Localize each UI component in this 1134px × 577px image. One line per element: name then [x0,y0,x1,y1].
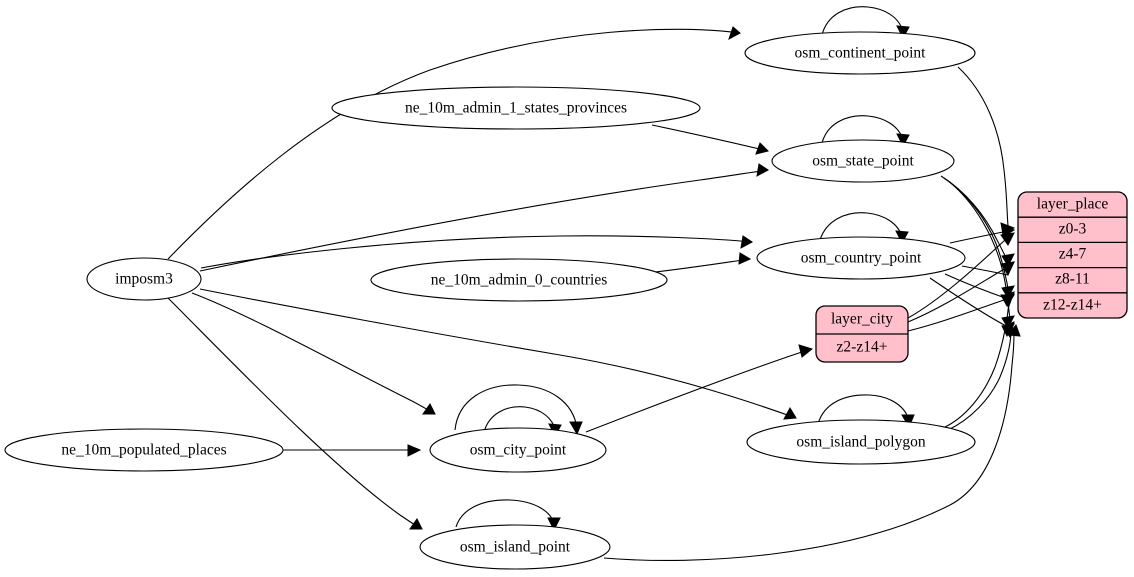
edge-self-osm_state_point [821,115,910,148]
node-ne_10m_populated_places-label: ne_10m_populated_places [61,442,226,459]
edge-imposm3-to-osm_island_point [167,297,423,530]
edge-osm_state_point-to-layer_place-z8-11 [943,177,1015,300]
record-node-layer_city[interactable]: layer_city z2-z14+ [815,305,909,363]
edge-self-osm_island_point [455,499,561,532]
edge-osm_island_polygon-to-layer_place-z12-z14plus [947,321,1015,431]
edge-osm_city_point-to-layer_city-z2-z14plus [585,344,814,433]
edge-imposm3-to-osm_continent_point [167,26,741,260]
node-ne_10m_admin_1_states_provinces[interactable]: ne_10m_admin_1_states_provinces [331,86,701,130]
node-osm_state_point[interactable]: osm_state_point [771,139,955,183]
node-osm_island_point-label: osm_island_point [460,539,571,556]
edge-osm_continent_point-to-layer_place-z0-3 [957,66,1016,235]
record-node-layer: layer_place z0-3 z4-7 z8-11 z12-z14+ lay… [815,191,1128,363]
edge-osm_island_point-to-layer_place-z12-z14plus [603,323,1021,561]
node-imposm3[interactable]: imposm3 [86,257,202,301]
node-osm_island_polygon[interactable]: osm_island_polygon [746,419,976,465]
edge-imposm3-to-osm_country_point [200,235,753,269]
node-osm_continent_point[interactable]: osm_continent_point [744,31,976,75]
node-ne_10m_admin_0_countries-label: ne_10m_admin_0_countries [431,272,608,289]
edge-imposm3-to-osm_city_point [191,292,436,415]
record-layer_city-title: layer_city [831,311,893,328]
node-ne_10m_admin_1_states_provinces-label: ne_10m_admin_1_states_provinces [405,100,627,117]
record-layer_city-row-z2-z14plus[interactable]: z2-z14+ [837,339,888,356]
edge-self-osm_country_point [819,212,909,245]
edge-self-osm_continent_point [821,6,910,40]
record-layer_place-row-z4-7[interactable]: z4-7 [1059,246,1087,263]
edge-imposm3-to-osm_state_point [199,163,769,272]
node-layer: imposm3 ne_10m_admin_1_states_provinces … [4,31,976,570]
node-ne_10m_admin_0_countries[interactable]: ne_10m_admin_0_countries [370,258,668,302]
record-layer_place-row-z0-3[interactable]: z0-3 [1059,221,1087,238]
node-osm_country_point-label: osm_country_point [801,250,922,267]
node-osm_country_point[interactable]: osm_country_point [756,236,966,280]
edge-imposm3-to-osm_island_polygon [199,288,797,420]
edge-osm_country_point-to-layer_place-z12-z14plus [929,277,1015,338]
record-node-layer_place[interactable]: layer_place z0-3 z4-7 z8-11 z12-z14+ [1017,191,1128,319]
record-layer_place-title: layer_place [1037,196,1109,213]
node-osm_island_point[interactable]: osm_island_point [419,524,611,570]
node-imposm3-label: imposm3 [115,271,173,288]
edge-self-osm_city_point-outer [454,384,583,436]
record-layer_place-row-z8-11[interactable]: z8-11 [1055,271,1090,288]
record-layer_place-row-z12-z14plus[interactable]: z12-z14+ [1043,297,1102,314]
node-osm_city_point[interactable]: osm_city_point [429,427,607,473]
node-osm_state_point-label: osm_state_point [812,153,914,170]
edge-layer_city-to-layer_place-z8-11 [907,294,1015,332]
edge-admin_0_countries-to-osm_country_point [654,252,752,273]
edge-states_provinces-to-osm_state_point [651,124,769,155]
node-osm_island_polygon-label: osm_island_polygon [796,434,925,451]
edge-layer [167,6,1021,561]
edge-self-osm_island_polygon [817,394,915,429]
node-osm_city_point-label: osm_city_point [470,442,567,459]
edge-layer_city-to-layer_place-z4-7 [907,261,1015,323]
edge-layer_city-to-layer_place-z0-3 [907,232,1015,319]
edge-populated_places-to-osm_city_point [283,444,422,457]
node-osm_continent_point-label: osm_continent_point [795,45,927,62]
node-ne_10m_populated_places[interactable]: ne_10m_populated_places [4,428,284,472]
